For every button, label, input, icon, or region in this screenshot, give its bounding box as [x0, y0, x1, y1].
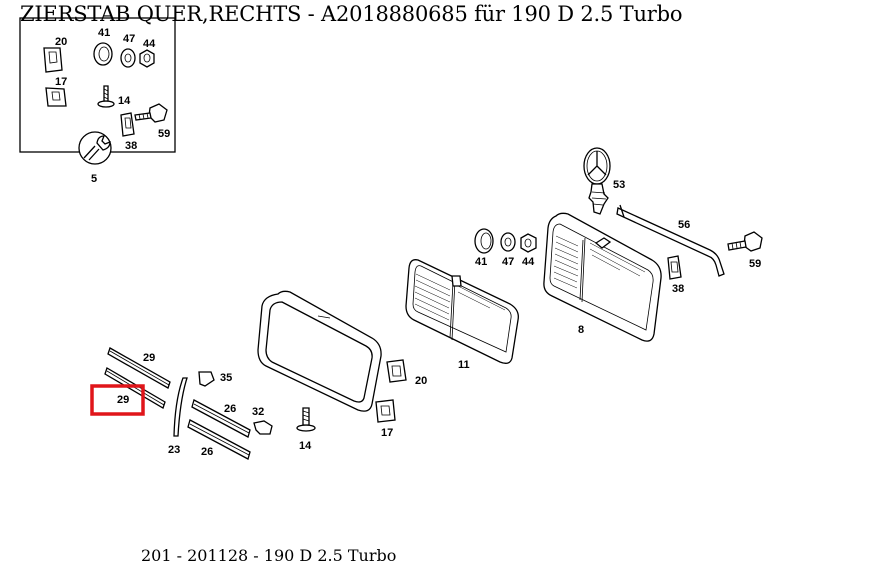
part-frame-front[interactable]: [257, 290, 382, 412]
part-29-strip-upper[interactable]: 29: [107, 347, 171, 389]
label-14: 14: [299, 440, 312, 452]
label-38: 38: [672, 283, 684, 295]
part-41-grommet[interactable]: 41: [474, 228, 494, 268]
inset-part-38[interactable]: 38: [120, 112, 137, 152]
label-32: 32: [252, 406, 264, 418]
inset-label-38: 38: [125, 140, 137, 152]
part-59-bolt[interactable]: 59: [727, 231, 763, 270]
inset-part-20[interactable]: 20: [43, 36, 67, 73]
inset-panel: 20 41 47 44 17 14: [19, 17, 176, 185]
label-41: 41: [475, 256, 487, 268]
part-29-strip-lower[interactable]: [104, 367, 166, 409]
part-53-emblem[interactable]: 53: [583, 147, 625, 215]
label-53: 53: [613, 179, 625, 191]
wrench-icon[interactable]: 5: [78, 131, 112, 185]
part-56-rod[interactable]: 56: [616, 204, 725, 277]
part-20-clip[interactable]: 20: [386, 359, 427, 387]
inset-label-14: 14: [118, 95, 131, 107]
part-17-clip[interactable]: 17: [375, 399, 396, 439]
part-11-grille-insert[interactable]: 11: [405, 259, 519, 371]
inset-label-41: 41: [98, 27, 110, 39]
inset-label-44: 44: [143, 38, 156, 50]
label-44: 44: [522, 256, 535, 268]
label-59: 59: [749, 258, 761, 270]
selected-part-29[interactable]: 29: [90, 384, 145, 416]
part-23-moulding[interactable]: 23: [168, 377, 188, 456]
inset-part-41[interactable]: 41: [93, 27, 113, 66]
label-17: 17: [381, 427, 393, 439]
label-47: 47: [502, 256, 514, 268]
inset-label-5: 5: [91, 173, 97, 185]
inset-part-44[interactable]: 44: [139, 38, 156, 68]
part-8-grille[interactable]: 8: [543, 212, 662, 342]
inset-label-47: 47: [123, 33, 135, 45]
page-title: ZIERSTAB QUER,RECHTS - A2018880685 für 1…: [20, 2, 683, 26]
part-38-clip[interactable]: 38: [667, 255, 684, 295]
inset-label-17: 17: [55, 76, 67, 88]
inset-label-59: 59: [158, 128, 170, 140]
diagram-footer: 201 - 201128 - 190 D 2.5 Turbo: [141, 546, 397, 565]
label-29-selected: 29: [117, 394, 129, 406]
inset-part-14[interactable]: 14: [97, 85, 131, 108]
label-35: 35: [220, 372, 232, 384]
part-44-nut[interactable]: 44: [520, 233, 537, 268]
part-32-cap[interactable]: 32: [252, 406, 273, 435]
inset-label-20: 20: [55, 36, 67, 48]
label-56: 56: [678, 219, 690, 231]
label-8: 8: [578, 324, 584, 336]
part-14-screw[interactable]: 14: [296, 407, 316, 452]
part-47-washer[interactable]: 47: [500, 232, 516, 268]
label-23: 23: [168, 444, 180, 456]
part-26-trim-upper[interactable]: 26: [191, 399, 251, 438]
label-11: 11: [458, 359, 470, 371]
label-26-upper: 26: [224, 403, 236, 415]
part-26-trim-lower[interactable]: 26: [187, 419, 251, 460]
inset-part-47[interactable]: 47: [120, 33, 136, 68]
part-35-clip[interactable]: 35: [198, 371, 232, 387]
inset-part-17[interactable]: 17: [45, 76, 67, 107]
label-20: 20: [415, 375, 427, 387]
label-26-lower: 26: [201, 446, 213, 458]
label-29-upper: 29: [143, 352, 155, 364]
inset-part-59[interactable]: 59: [134, 103, 170, 140]
